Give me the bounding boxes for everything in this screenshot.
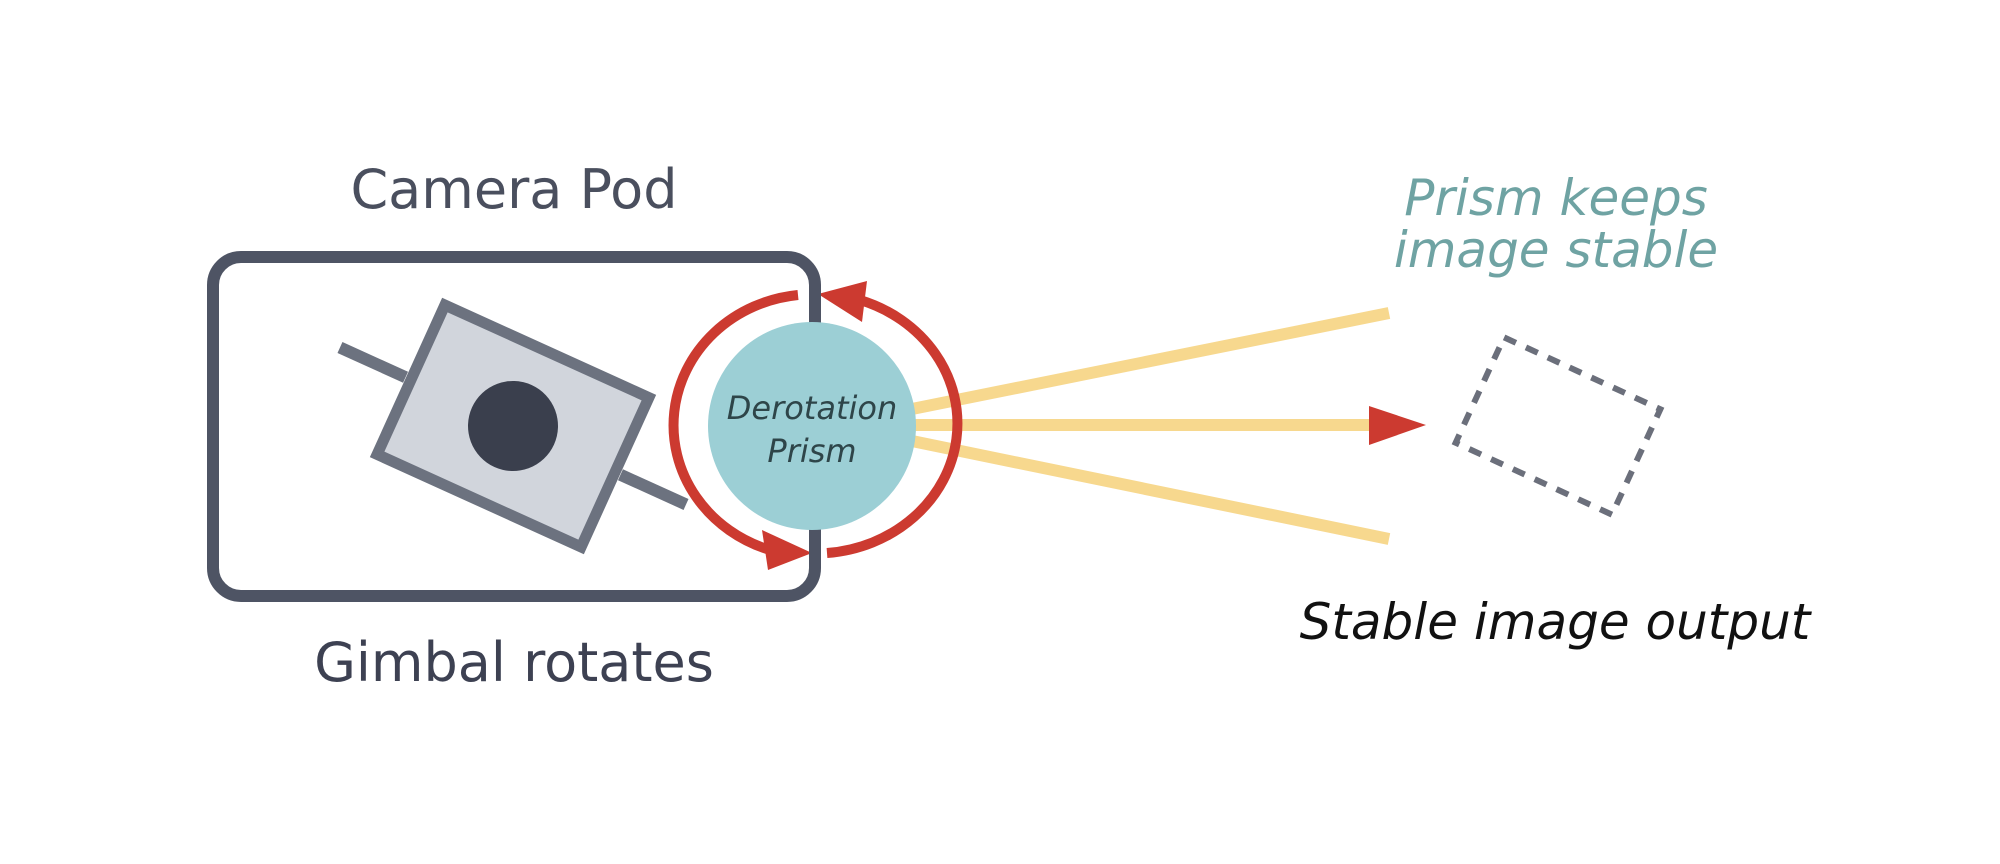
light-ray-upper	[910, 307, 1391, 415]
output-arrowhead-icon	[1369, 406, 1426, 445]
output-label: Stable image output	[1300, 593, 1813, 651]
derotation-prism: Derotation Prism	[708, 322, 916, 530]
rotation-arrowhead-top	[818, 281, 867, 322]
gimbal-caption: Gimbal rotates	[314, 631, 714, 694]
rotation-arc-right	[826, 295, 963, 558]
output-frame	[1451, 333, 1665, 519]
rotation-arrows-icon	[668, 281, 963, 570]
prism-label-line1: Derotation	[727, 389, 898, 427]
prism-note-line1: Prism keeps	[1404, 169, 1708, 227]
prism-label-line2: Prism	[767, 432, 856, 470]
rotation-arrowhead-bottom	[762, 530, 812, 570]
light-ray-lower	[910, 435, 1391, 545]
prism-circle	[708, 322, 916, 530]
dashed-frame-icon	[1451, 333, 1665, 519]
light-rays	[910, 307, 1426, 545]
camera-pod-title: Camera Pod	[350, 158, 677, 221]
camera-icon	[337, 297, 689, 555]
camera-lens	[468, 381, 558, 471]
gimbal-axle-left	[337, 342, 409, 383]
gimbal-axle-right	[617, 469, 689, 510]
prism-note-line2: image stable	[1394, 221, 1718, 279]
rotation-arc-left	[668, 290, 799, 555]
